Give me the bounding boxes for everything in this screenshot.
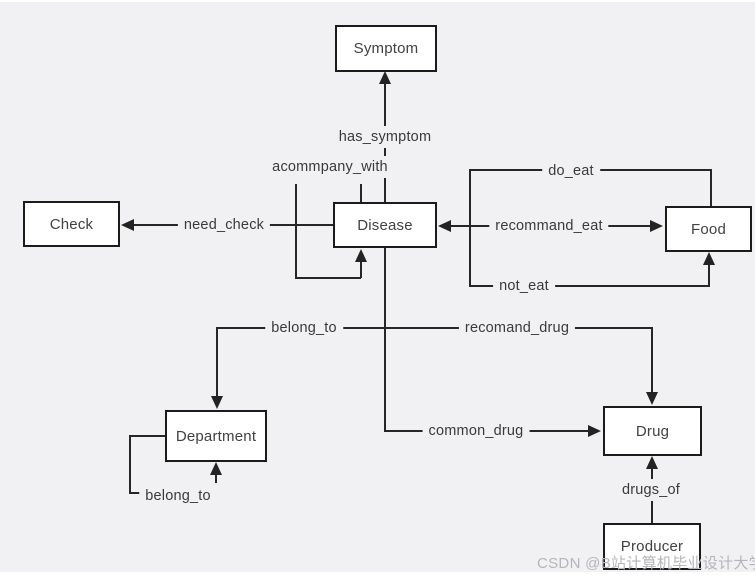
edge-dept-loop-line-top bbox=[129, 435, 165, 437]
edge-common-drug-arrowhead bbox=[588, 425, 601, 437]
edge-label-need-check: need_check bbox=[177, 214, 271, 236]
node-disease-label: Disease bbox=[357, 216, 413, 234]
edge-acommpany-arrowhead bbox=[355, 249, 367, 262]
edge-not-eat-line bbox=[469, 285, 710, 287]
edge-label-belong-to: belong_to bbox=[265, 317, 343, 339]
node-drug: Drug bbox=[603, 406, 702, 456]
edge-has-symptom-arrowhead bbox=[379, 71, 391, 84]
edge-recommand-eat-arrowhead-food bbox=[650, 220, 663, 232]
edge-recomand-drug-arrowhead bbox=[646, 392, 658, 405]
edge-food-bus-line bbox=[469, 169, 471, 286]
node-symptom-label: Symptom bbox=[353, 40, 419, 57]
edge-dept-loop-line-left bbox=[129, 435, 131, 494]
node-department: Department bbox=[165, 410, 267, 462]
node-producer-label: Producer bbox=[620, 538, 684, 555]
node-department-label: Department bbox=[175, 427, 257, 445]
edge-drugs-of-arrowhead bbox=[646, 456, 658, 469]
edge-do-eat-line-drop bbox=[710, 169, 712, 206]
edge-acommpany-line-return bbox=[360, 260, 362, 278]
edge-recomand-drug-line-drop bbox=[651, 327, 653, 393]
node-drug-label: Drug bbox=[635, 422, 670, 440]
edge-label-recommand-eat: recommand_eat bbox=[489, 215, 609, 237]
edge-dept-loop-arrowhead bbox=[210, 462, 222, 475]
edge-belong-recomand-line bbox=[216, 327, 653, 329]
edge-need-check-arrowhead bbox=[121, 219, 134, 231]
node-producer: Producer bbox=[603, 523, 701, 570]
edge-recommand-eat-arrowhead-disease bbox=[438, 220, 451, 232]
edge-acommpany-line-bottom bbox=[295, 277, 361, 279]
edge-label-belong-to-self: belong_to bbox=[139, 485, 217, 507]
edge-not-eat-line-rise bbox=[708, 263, 710, 286]
edge-not-eat-arrowhead bbox=[703, 252, 715, 265]
edge-label-not-eat: not_eat bbox=[493, 275, 555, 297]
edge-label-common-drug: common_drug bbox=[422, 420, 530, 442]
edge-belong-to-line-drop bbox=[216, 327, 218, 397]
edge-acommpany-line-top-stub bbox=[360, 184, 362, 202]
node-food: Food bbox=[665, 206, 752, 252]
edge-acommpany-line-left bbox=[295, 184, 297, 278]
edge-label-do-eat: do_eat bbox=[542, 160, 600, 182]
watermark-text: CSDN @B站计算机毕业设计大学 bbox=[537, 555, 755, 572]
edge-label-recomand-drug: recomand_drug bbox=[458, 317, 576, 339]
edge-label-drugs-of: drugs_of bbox=[615, 479, 687, 501]
node-check-label: Check bbox=[49, 215, 94, 233]
node-food-label: Food bbox=[691, 220, 726, 238]
bottom-edge-strip bbox=[0, 572, 755, 575]
edge-label-has-symptom: has_symptom bbox=[332, 126, 438, 148]
node-symptom: Symptom bbox=[335, 25, 437, 72]
edge-dept-loop-line-tick bbox=[129, 492, 140, 494]
edge-dept-loop-line-return bbox=[215, 474, 217, 483]
edge-label-acommpany-with: acommpany_with bbox=[266, 156, 394, 178]
top-edge-strip bbox=[0, 0, 755, 2]
node-check: Check bbox=[23, 201, 120, 247]
edge-belong-to-arrowhead bbox=[211, 396, 223, 409]
edge-disease-trunk-line bbox=[384, 248, 386, 431]
node-disease: Disease bbox=[333, 202, 437, 248]
